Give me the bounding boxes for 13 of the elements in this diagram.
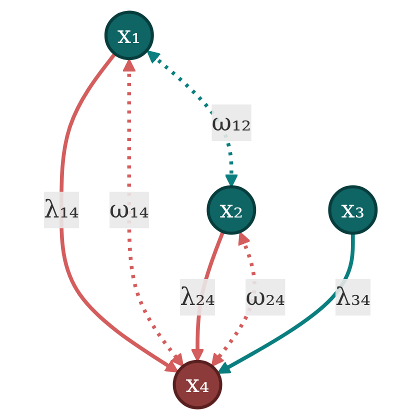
edge-label: λ₁₄ [44,194,79,224]
edge-label: ω₁₄ [109,194,149,224]
node-circle: x₁ [104,10,154,60]
edge-label: λ₃₄ [335,282,370,312]
node-circle: x₂ [206,185,256,235]
arrow [122,58,184,367]
node-circle: x₃ [328,185,378,235]
arrow [59,52,179,373]
edge-label: ω₁₂ [212,107,252,136]
node-circle: x₄ [172,360,222,410]
arrow [217,233,355,374]
edge-label: λ₂₄ [180,282,216,312]
edge-label: ω₂₄ [246,282,286,312]
